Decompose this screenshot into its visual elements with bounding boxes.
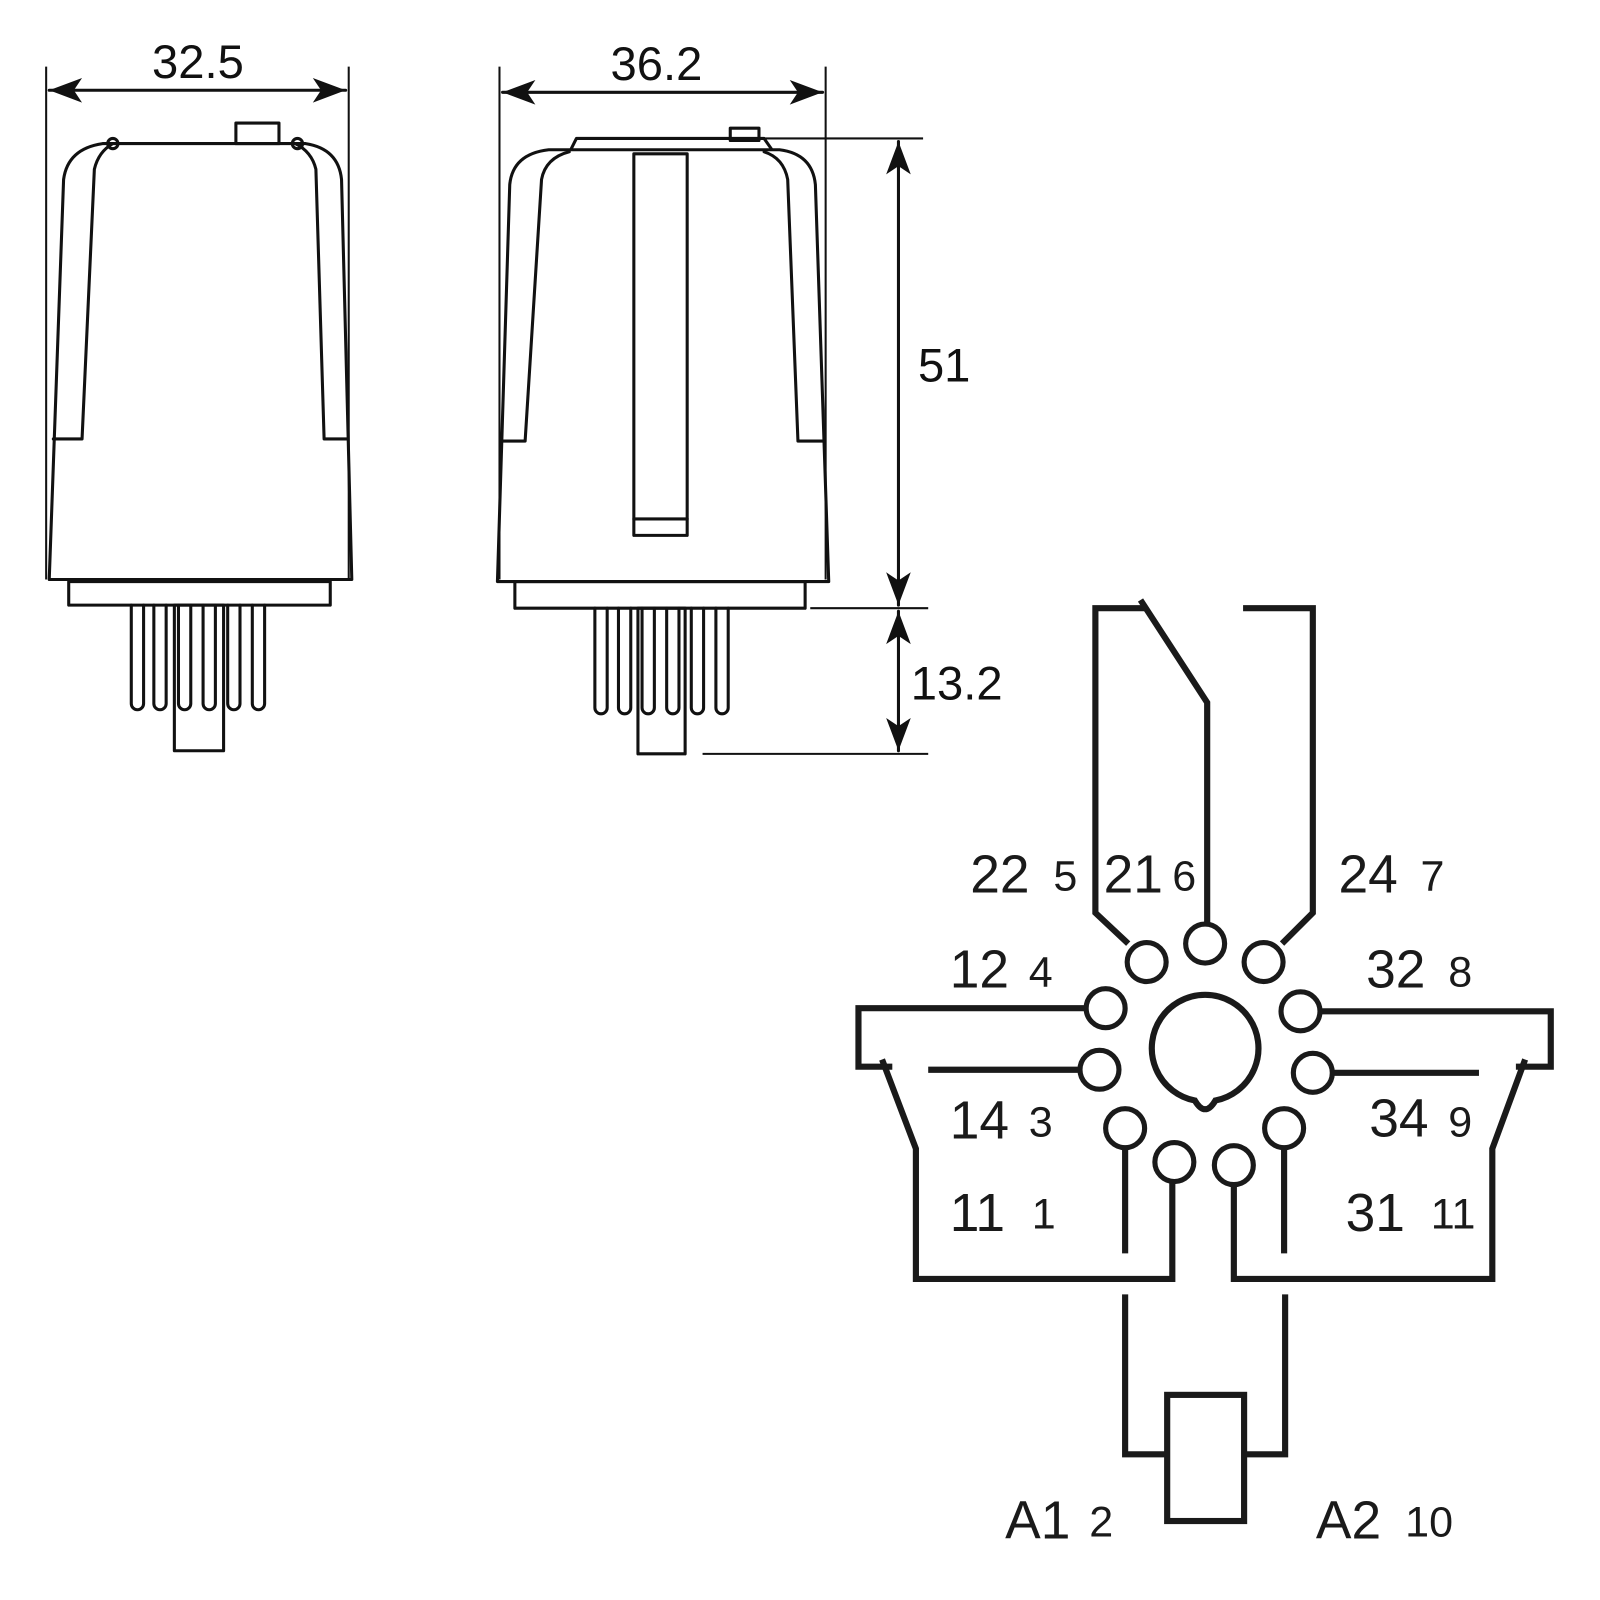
- width-dimension-arrow: [47, 77, 348, 103]
- svg-text:1: 1: [1032, 1191, 1056, 1239]
- svg-text:34: 34: [1369, 1089, 1428, 1148]
- coil-symbol: [1164, 1391, 1248, 1525]
- socket-pins: [1077, 921, 1335, 1188]
- svg-text:2: 2: [1089, 1498, 1113, 1546]
- svg-text:3: 3: [1029, 1098, 1053, 1146]
- relay-pins: [129, 603, 267, 712]
- svg-text:6: 6: [1172, 852, 1196, 900]
- svg-text:32: 32: [1366, 941, 1425, 1000]
- svg-text:14: 14: [950, 1091, 1009, 1150]
- svg-text:4: 4: [1029, 949, 1053, 997]
- front-width-label: 32.5: [152, 35, 244, 88]
- center-key: [1148, 991, 1262, 1113]
- svg-text:9: 9: [1448, 1098, 1472, 1146]
- svg-text:12: 12: [950, 941, 1009, 1000]
- height-dimension-arrow: [886, 139, 911, 607]
- relay-front-view: 32.5: [45, 35, 354, 753]
- pin-length-label: 13.2: [911, 656, 1003, 709]
- relay-side-view: 36.2 51 13.2: [495, 37, 1003, 756]
- pin-length-dimension-arrow: [886, 609, 911, 753]
- svg-text:5: 5: [1053, 852, 1077, 900]
- svg-text:21: 21: [1104, 845, 1163, 904]
- svg-text:11: 11: [950, 1184, 1005, 1243]
- svg-text:22: 22: [970, 845, 1029, 904]
- relay-side-pins: [593, 606, 730, 716]
- terminal-labels: 22 5 21 6 24 7 12 4 32 8 14 3 34 9 11 1 …: [950, 845, 1476, 1550]
- svg-text:24: 24: [1338, 845, 1397, 904]
- svg-text:11: 11: [1431, 1191, 1476, 1239]
- svg-text:31: 31: [1346, 1184, 1405, 1243]
- svg-text:8: 8: [1448, 949, 1472, 997]
- side-width-label: 36.2: [611, 37, 703, 90]
- body-height-label: 51: [918, 339, 970, 392]
- wiring-schematic: 22 5 21 6 24 7 12 4 32 8 14 3 34 9 11 1 …: [855, 598, 1554, 1550]
- svg-text:A2: A2: [1316, 1491, 1381, 1550]
- side-width-dimension-arrow: [501, 80, 825, 105]
- svg-text:7: 7: [1421, 852, 1445, 900]
- svg-text:A1: A1: [1005, 1491, 1070, 1550]
- svg-text:10: 10: [1405, 1498, 1453, 1546]
